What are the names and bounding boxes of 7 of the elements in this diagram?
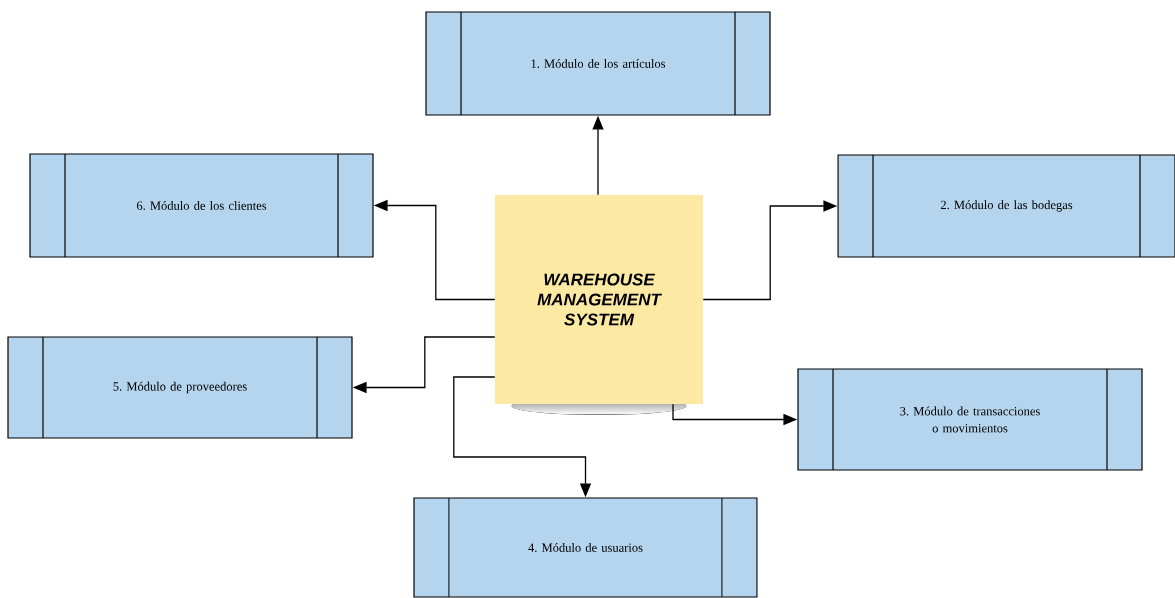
process-box: 5. Módulo de proveedores [7,336,353,439]
process-box: 6. Módulo de los clientes [29,153,374,258]
process-box: 2. Módulo de las bodegas [837,154,1175,258]
sticky-note: WAREHOUSE MANAGEMENT SYSTEM [495,195,703,415]
process-box: 4. Módulo de usuarios [413,497,758,598]
process-box: 1. Módulo de los artículos [425,11,771,116]
process-box: 3. Módulo de transacciones o movimientos [797,368,1143,471]
